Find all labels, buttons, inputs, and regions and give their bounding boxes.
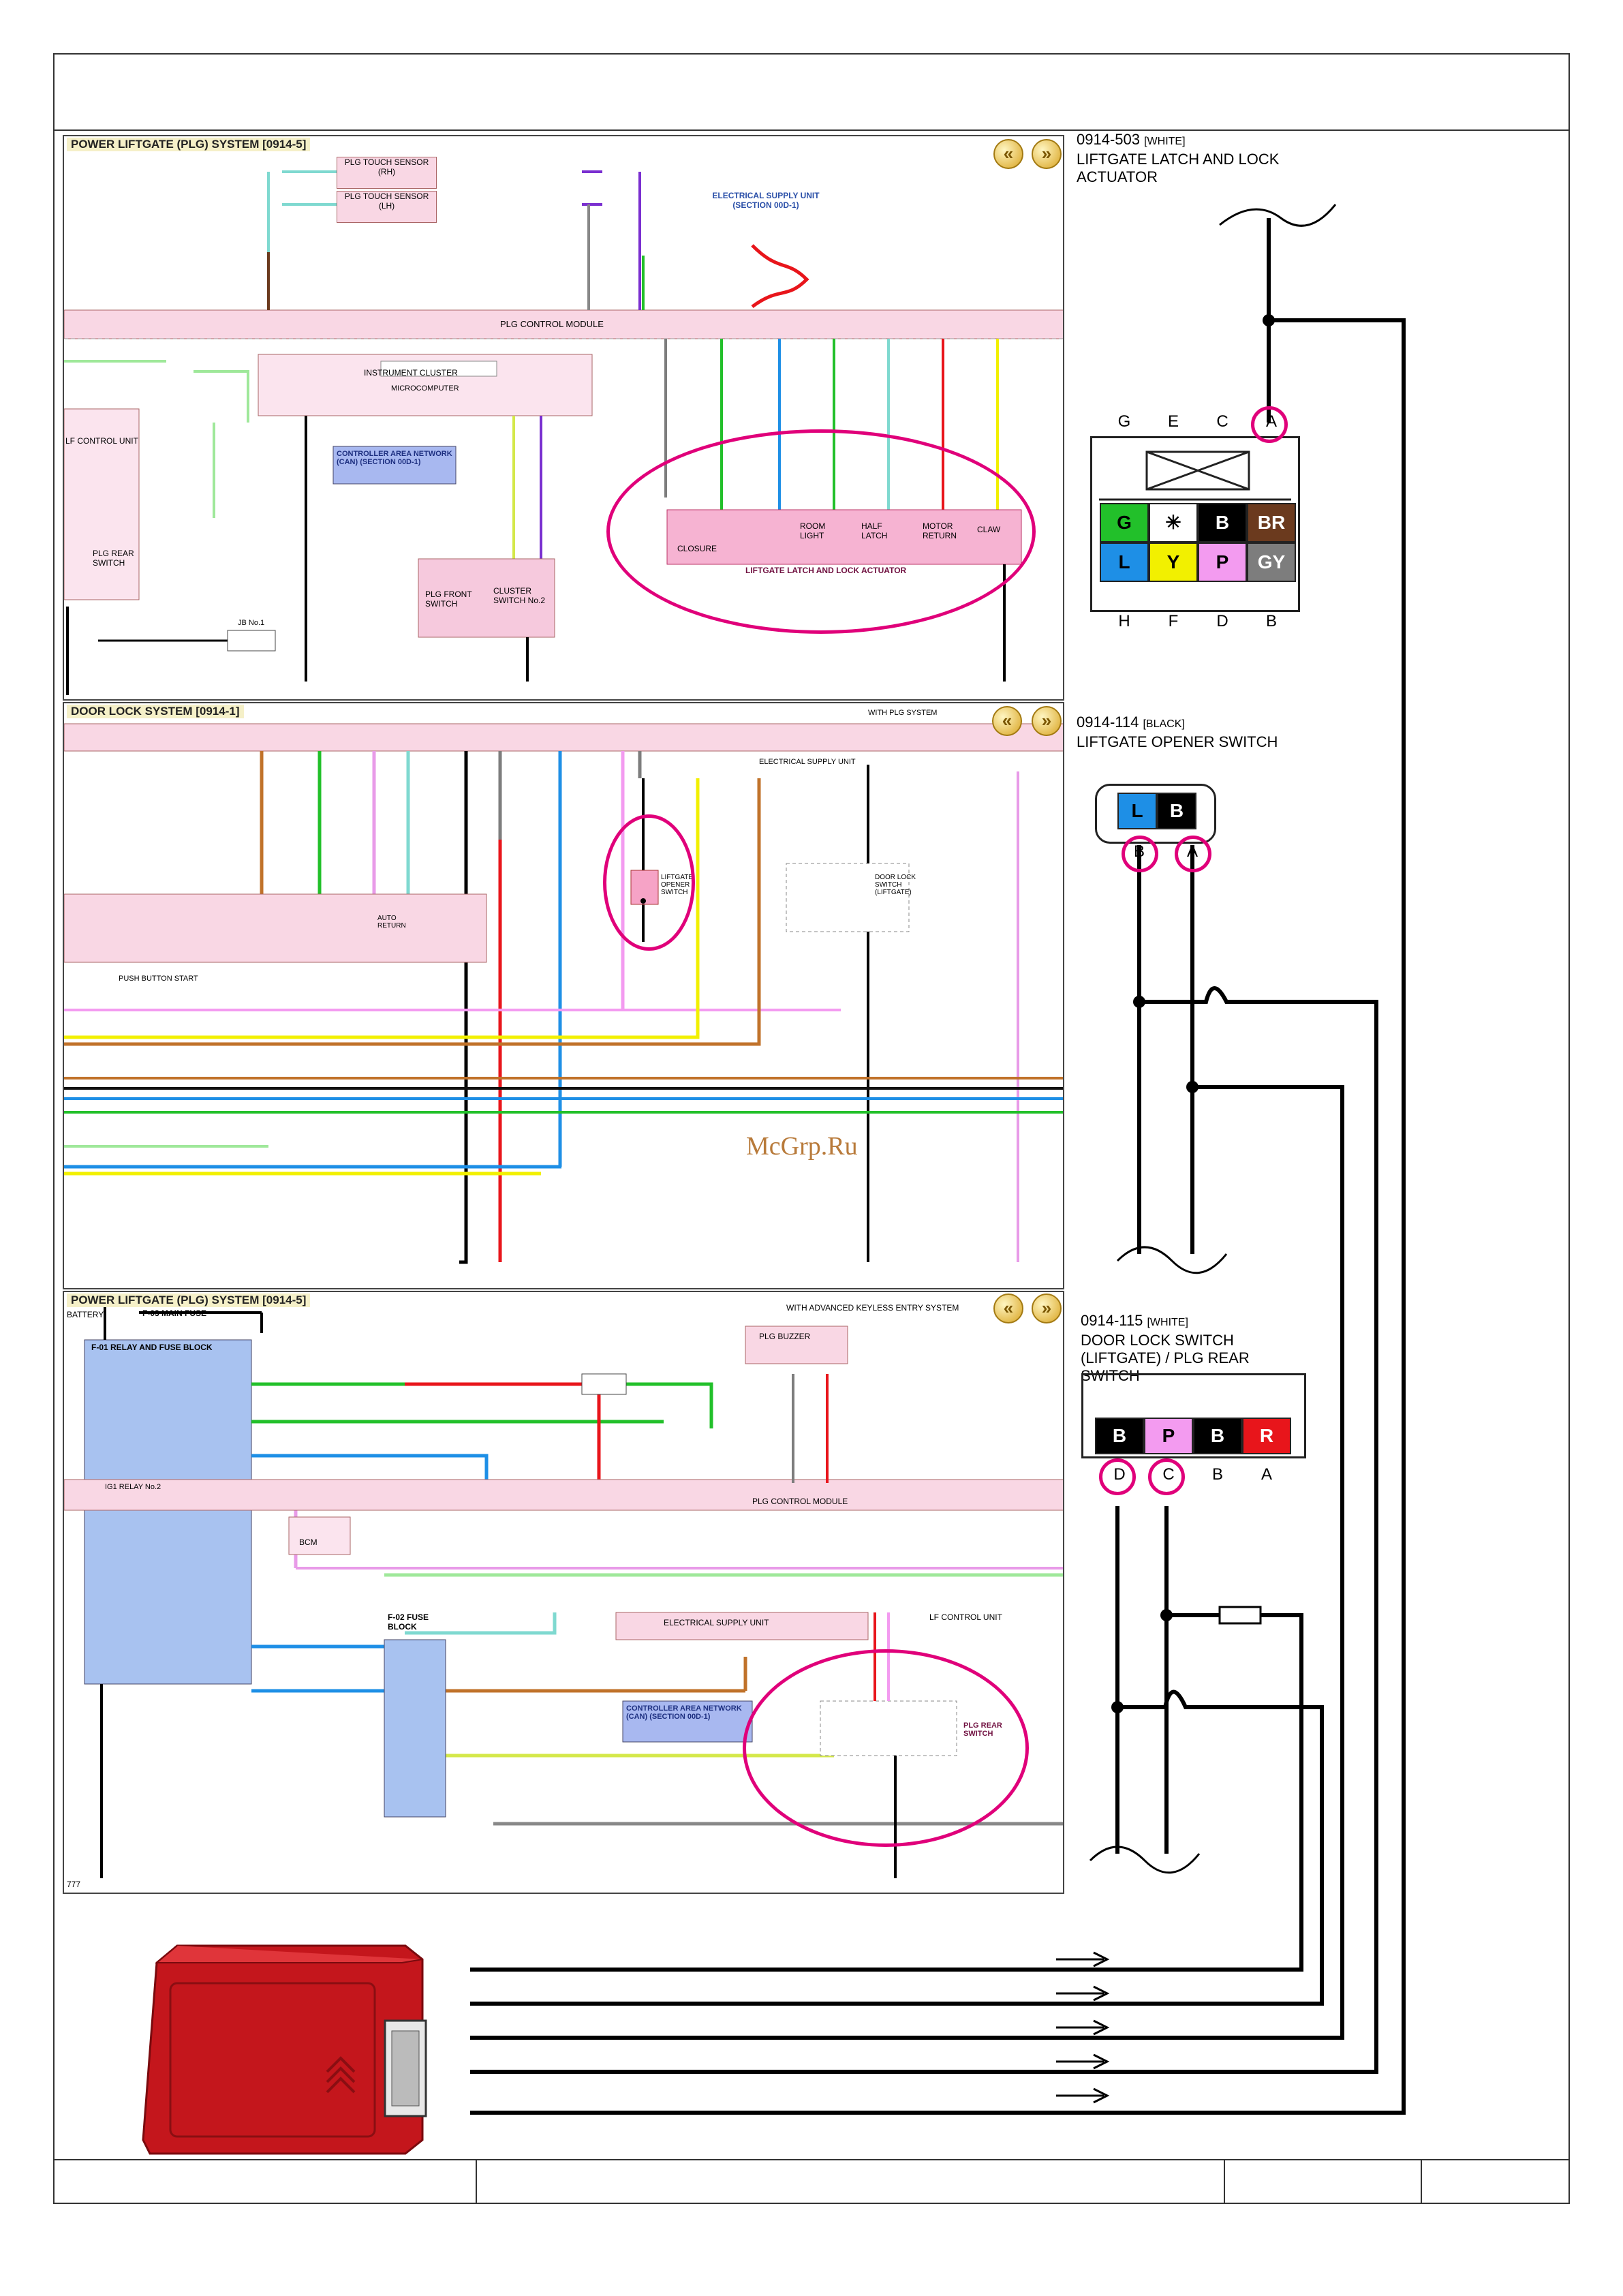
highlight-opener (603, 814, 695, 951)
connector-3-body (1081, 1373, 1306, 1458)
connector-1-pin-b: GY (1247, 542, 1296, 582)
touch-sensor-rh: PLG TOUCH SENSOR (RH) (337, 157, 437, 189)
next-page-button[interactable]: » (1032, 706, 1062, 736)
connector-3-label-a: A (1261, 1465, 1272, 1484)
fuse-block-label: F-02 FUSE BLOCK (388, 1612, 429, 1632)
door-lock-wiring (64, 723, 1063, 1264)
connector-1-color: [WHITE] (1144, 136, 1186, 147)
connector-2-pin-b: L (1117, 793, 1157, 829)
connector-3-title: 0914-115 [WHITE] DOOR LOCK SWITCH (LIFTG… (1081, 1312, 1305, 1385)
footer-cell (476, 2159, 477, 2203)
probe-point-a (1251, 406, 1288, 443)
probe-point-d (1099, 1458, 1136, 1495)
can-label: CONTROLLER AREA NETWORK (CAN) (SECTION 0… (626, 1704, 742, 1721)
connector-1-pin-g: G (1100, 503, 1149, 542)
connector-2-name: LIFTGATE OPENER SWITCH (1077, 733, 1278, 750)
connector-1-label-b: B (1265, 612, 1277, 630)
probe-point-b (1122, 836, 1158, 872)
connector-1-id: 0914-503 (1077, 131, 1140, 148)
connector-1-label-h: H (1118, 612, 1130, 630)
connector-1-pin-d: P (1198, 542, 1247, 582)
connector-1-title: 0914-503 [WHITE] LIFTGATE LATCH AND LOCK… (1077, 131, 1295, 186)
footer-cell (1421, 2159, 1422, 2203)
connector-1-pin-h: L (1100, 542, 1149, 582)
connector-1-label-e: E (1167, 412, 1179, 431)
relay-block-label: F-01 RELAY AND FUSE BLOCK (91, 1343, 213, 1352)
connector-2-title: 0914-114 [BLACK] LIFTGATE OPENER SWITCH (1077, 714, 1295, 751)
connector-1-label-d: D (1216, 612, 1228, 630)
connector-1-label-f: F (1168, 612, 1179, 630)
footer-divider (53, 2159, 1570, 2160)
door-lock-switch-label: DOOR LOCK SWITCH (LIFTGATE) (875, 874, 916, 896)
connector-2-body (1095, 784, 1216, 844)
module-label: PLG CONTROL MODULE (500, 319, 604, 329)
module-label: PLG CONTROL MODULE (752, 1497, 848, 1506)
auto-return-label: AUTO RETURN (377, 915, 406, 930)
front-switch-label: PLG FRONT SWITCH (425, 590, 472, 609)
next-page-button[interactable]: » (1032, 139, 1062, 169)
touch-sensor-lh: PLG TOUCH SENSOR (LH) (337, 191, 437, 223)
connector-3-color: [WHITE] (1147, 1317, 1188, 1328)
prev-page-button[interactable]: « (993, 139, 1023, 169)
microcomputer-label: MICROCOMPUTER (391, 384, 459, 393)
panel-title: DOOR LOCK SYSTEM [0914-1] (67, 705, 244, 718)
instrument-cluster-label: INSTRUMENT CLUSTER (364, 368, 458, 378)
header-divider (53, 129, 1570, 131)
probe-point-a (1175, 836, 1211, 872)
door-lock-diagram: DOOR LOCK SYSTEM [0914-1] « » WITH PLG S… (63, 702, 1064, 1289)
panel-title: POWER LIFTGATE (PLG) SYSTEM [0914-5] (67, 138, 311, 151)
panel-title: POWER LIFTGATE (PLG) SYSTEM [0914-5] (67, 1294, 311, 1307)
highlight-rear-switch (743, 1649, 1029, 1847)
probe-point-c (1148, 1458, 1185, 1495)
connector-1-body (1090, 436, 1300, 612)
battery-label: BATTERY (67, 1310, 104, 1319)
connector-1-pin-c: B (1198, 503, 1247, 542)
footer-cell (1224, 2159, 1225, 2203)
push-button-label: PUSH BUTTON START (119, 975, 198, 983)
rear-switch-label: PLG REAR SWITCH (93, 549, 134, 568)
prev-page-button[interactable]: « (993, 1294, 1023, 1323)
prev-page-button[interactable]: « (992, 706, 1022, 736)
next-page-button[interactable]: » (1032, 1294, 1062, 1323)
connector-2-id: 0914-114 (1077, 714, 1139, 731)
with-plg-note: WITH PLG SYSTEM (868, 709, 938, 717)
bcm-label: BCM (299, 1537, 318, 1547)
connector-3-pin-a: R (1242, 1418, 1291, 1454)
connector-3-pin-d: B (1095, 1418, 1144, 1454)
connector-3-id: 0914-115 (1081, 1312, 1143, 1329)
can-label: CONTROLLER AREA NETWORK (CAN) (SECTION 0… (337, 450, 452, 466)
connector-3-name: DOOR LOCK SWITCH (LIFTGATE) / PLG REAR S… (1081, 1332, 1250, 1384)
connector-2-color: [BLACK] (1143, 718, 1185, 730)
connector-1-pin-a: BR (1247, 503, 1296, 542)
ig1-relay-label: IG1 RELAY No.2 (105, 1483, 161, 1491)
watermark: McGrp.Ru (746, 1132, 858, 1161)
esu-label: ELECTRICAL SUPPLY UNIT (759, 758, 856, 766)
connector-1-pin-e: ✳ (1149, 503, 1198, 542)
main-fuse-label: F-03 MAIN FUSE (142, 1308, 207, 1318)
highlight-actuator (606, 429, 1036, 634)
connector-3-label-b: B (1211, 1465, 1223, 1484)
diagnostic-adapter-icon (142, 1944, 427, 2155)
keyless-note: WITH ADVANCED KEYLESS ENTRY SYSTEM (786, 1303, 959, 1313)
lf-control-label: LF CONTROL UNIT (65, 436, 138, 446)
connector-1-label-c: C (1216, 412, 1228, 431)
page-number: 777 (67, 1880, 81, 1889)
connector-1-label-g: G (1117, 412, 1131, 431)
buzzer-label: PLG BUZZER (759, 1332, 811, 1341)
connector-3-pin-b: B (1193, 1418, 1242, 1454)
esu-label: ELECTRICAL SUPPLY UNIT (664, 1618, 769, 1627)
connector-1-shell (1099, 450, 1291, 501)
esu-label: ELECTRICAL SUPPLY UNIT (SECTION 00D-1) (712, 191, 820, 210)
connector-2-pin-a: B (1157, 793, 1196, 829)
connector-1-pin-f: Y (1149, 542, 1198, 582)
page-frame (53, 53, 1570, 2204)
lf-control-label: LF CONTROL UNIT (929, 1612, 1002, 1622)
connector-3-pin-c: P (1144, 1418, 1193, 1454)
cluster-switch-label: CLUSTER SWITCH No.2 (493, 586, 546, 605)
connector-1-name: LIFTGATE LATCH AND LOCK ACTUATOR (1077, 151, 1280, 185)
jb-label: JB No.1 (238, 619, 265, 627)
